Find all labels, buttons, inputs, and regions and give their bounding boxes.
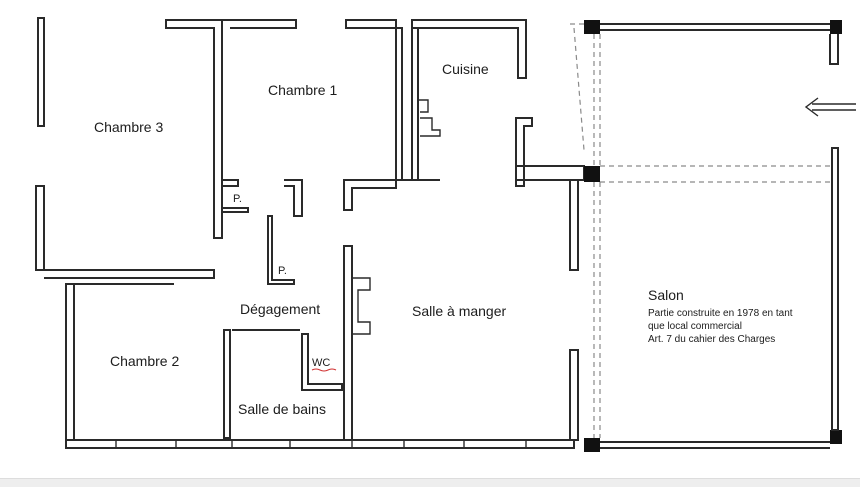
corner-post-bottom-left <box>584 438 600 452</box>
salon-note-line-3: Art. 7 du cahier des Charges <box>648 334 775 345</box>
room-label-cuisine: Cuisine <box>442 61 489 77</box>
room-label-placard-1: P. <box>233 193 242 205</box>
room-label-chambre-2: Chambre 2 <box>110 353 179 369</box>
entry-arrow-icon <box>804 97 856 117</box>
corner-post-top-right <box>830 20 842 34</box>
room-label-degagement: Dégagement <box>240 301 320 317</box>
room-label-chambre-1: Chambre 1 <box>268 82 337 98</box>
walls <box>35 17 585 449</box>
corner-post-top-left <box>584 20 600 34</box>
salon-note-line-1: Partie construite en 1978 en tant <box>648 308 793 319</box>
room-label-salle-de-bains: Salle de bains <box>238 401 326 417</box>
corner-post-mid-left <box>584 166 600 182</box>
bottom-strip <box>0 478 860 487</box>
corner-post-bottom-right <box>830 430 842 444</box>
room-label-chambre-3: Chambre 3 <box>94 119 163 135</box>
room-label-salle-a-manger: Salle à manger <box>412 303 507 319</box>
wc-underline <box>311 368 337 372</box>
salon-note-line-2: que local commercial <box>648 321 742 332</box>
room-label-salon: Salon <box>648 287 684 303</box>
salon-structure <box>570 20 842 452</box>
room-label-placard-2: P. <box>278 265 287 277</box>
room-label-wc: WC <box>312 357 330 369</box>
